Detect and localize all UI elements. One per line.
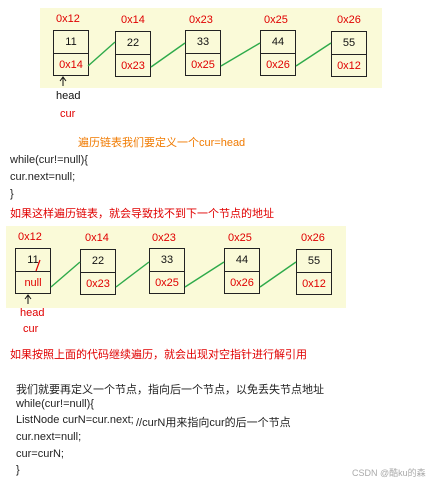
node-value: 44 [261,31,295,54]
code-line: while(cur!=null){ [16,398,94,410]
section1-note: 如果这样遍历链表，就会导致找不到下一个节点的地址 [10,208,274,220]
code-line: } [16,464,20,476]
list-node: 55 0x12 [296,249,332,295]
list-node: 11 0x14 [53,30,89,76]
section2-note: 如果按照上面的代码继续遍历，就会出现对空指针进行解引用 [10,349,307,361]
list-node: 22 0x23 [115,31,151,77]
head-arrow-tip [59,76,67,82]
code-line: cur=curN; [16,448,64,460]
node-value: 44 [225,249,259,272]
head-arrow-tip [24,294,32,300]
node-value: 11 [16,249,50,272]
link-line [184,261,225,288]
node-next: 0x26 [266,59,290,71]
node-next: 0x12 [337,60,361,72]
code-line: cur.next=null; [16,431,82,443]
node-value: 33 [150,249,184,272]
list-node: 33 0x25 [149,248,185,294]
node-next: 0x26 [230,277,254,289]
node-next: 0x14 [59,59,83,71]
code-line: while(cur!=null){ [10,154,88,166]
node-value: 55 [332,32,366,55]
watermark: CSDN @酷ku的森 [352,468,426,478]
node-address: 0x12 [56,13,80,25]
diagram1-highlight [40,8,382,88]
node-next: 0x23 [86,278,110,290]
section3-intro: 我们就要再定义一个节点，指向后一个节点，以免丢失节点地址 [16,384,324,396]
link-line [220,42,261,67]
link-line [259,261,297,288]
node-value: 22 [116,32,150,55]
node-address: 0x25 [228,232,252,244]
null-mark [35,259,41,272]
link-line [50,261,81,288]
node-next: 0x25 [155,277,179,289]
link-line [295,42,332,67]
list-node: 22 0x23 [80,249,116,295]
node-address: 0x23 [189,14,213,26]
list-node: 44 0x26 [224,248,260,294]
node-next: 0x12 [302,278,326,290]
node-value: 33 [186,31,220,54]
code-line: cur.next=null; [10,171,76,183]
code-line: } [10,188,14,200]
list-node: 55 0x12 [331,31,367,77]
head-label: head [56,90,81,102]
node-next: 0x25 [191,59,215,71]
node-address: 0x26 [301,232,325,244]
link-line [87,41,116,67]
node-address: 0x12 [18,231,42,243]
list-node: 44 0x26 [260,30,296,76]
node-value: 11 [54,31,88,54]
cur-label: cur [60,108,76,120]
node-value: 22 [81,250,115,273]
cur-label: cur [23,323,39,335]
node-next: 0x23 [121,60,145,72]
code-line: ListNode curN=cur.next; [16,414,134,426]
node-address: 0x14 [85,232,109,244]
node-value: 55 [297,250,331,273]
link-line [150,42,186,68]
section1-caption: 遍历链表我们要定义一个cur=head [78,137,246,149]
node-next: null [24,277,42,289]
list-node: 11 null [15,248,51,294]
list-node: 33 0x25 [185,30,221,76]
node-address: 0x14 [121,14,145,26]
link-line [115,261,150,288]
node-address: 0x25 [264,14,288,26]
code-comment: //curN用来指向cur的后一个节点 [136,417,291,429]
head-label: head [20,307,45,319]
node-address: 0x26 [337,14,361,26]
node-address: 0x23 [152,232,176,244]
